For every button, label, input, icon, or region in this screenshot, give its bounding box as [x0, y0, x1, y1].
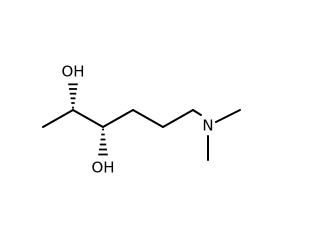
atom-label-nitrogen: N	[202, 117, 213, 135]
bond-c2-c3	[72, 109, 104, 128]
hashed-wedge-bond-c3-oh	[98, 128, 108, 156]
bond-c1-c2	[42, 109, 74, 128]
bond-c4-c5	[132, 109, 164, 128]
atom-label-oh-lower: OH	[91, 159, 114, 177]
bond-c3-c4	[102, 109, 134, 128]
atom-label-oh-upper: OH	[61, 63, 84, 81]
molecule-structure: OH OH N	[42, 63, 241, 177]
bond-c6-n	[192, 109, 202, 116]
bond-c5-c6	[162, 109, 194, 128]
hashed-wedge-bond-c2-oh	[68, 83, 78, 109]
bond-n-methyl-upper	[215, 109, 241, 123]
